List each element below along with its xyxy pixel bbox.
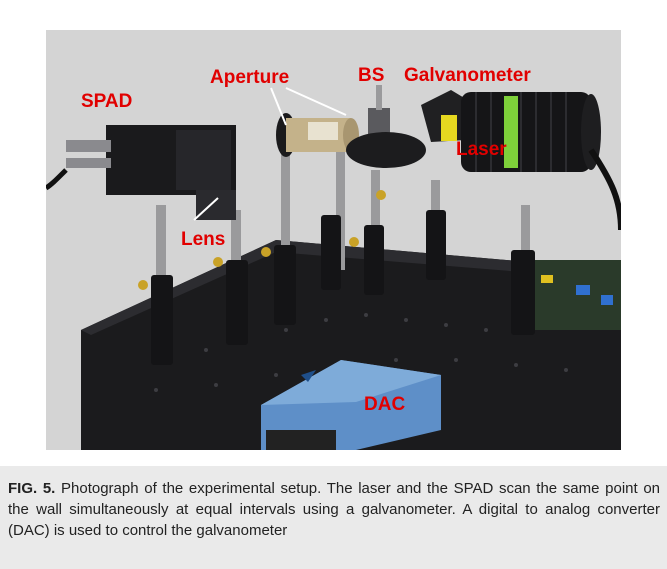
experimental-setup-photo — [46, 30, 621, 450]
caption-box — [0, 466, 667, 569]
figure-caption: FIG. 5. Photograph of the experimental s… — [8, 478, 660, 541]
label-spad: SPAD — [81, 91, 133, 112]
caption-text: Photograph of the experimental setup. Th… — [8, 480, 661, 539]
label-lens: Lens — [181, 229, 226, 250]
label-laser: Laser — [456, 139, 507, 160]
label-dac: DAC — [364, 394, 406, 415]
figure-photo: SPAD Aperture BS Galvanometer Laser Lens… — [46, 30, 621, 450]
label-aperture: Aperture — [210, 67, 290, 88]
label-galvanometer: Galvanometer — [404, 65, 531, 86]
figure-number: FIG. 5. — [8, 480, 56, 497]
label-bs: BS — [358, 65, 385, 86]
